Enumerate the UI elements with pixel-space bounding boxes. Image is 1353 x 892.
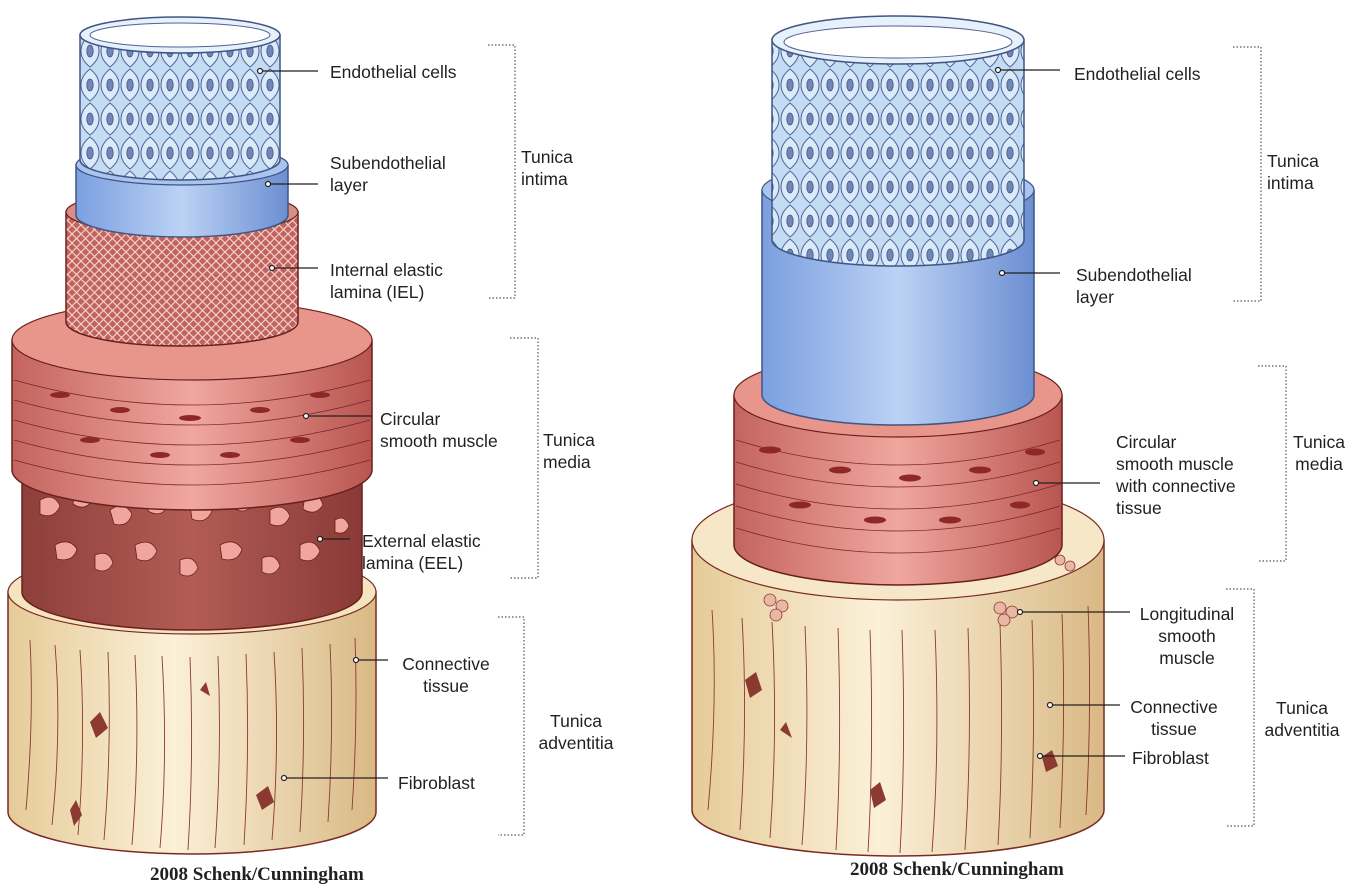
right-group-tunica-media: Tunica media xyxy=(1287,431,1351,475)
left-label-endothelial-cells: Endothelial cells xyxy=(330,61,456,83)
left-bracket-intima xyxy=(488,45,515,298)
left-label-internal-elastic-lamina: Internal elastic lamina (IEL) xyxy=(330,259,443,303)
right-credit: 2008 Schenk/Cunningham xyxy=(850,859,1064,881)
right-endothelium-layer xyxy=(772,16,1024,266)
left-label-circular-smooth-muscle: Circular smooth muscle xyxy=(380,408,498,452)
left-bracket-adventitia xyxy=(498,617,524,835)
left-label-subendothelial-layer: Subendothelial layer xyxy=(330,152,446,196)
right-bracket-media xyxy=(1258,366,1286,561)
left-credit: 2008 Schenk/Cunningham xyxy=(150,864,364,886)
right-group-tunica-adventitia: Tunica adventitia xyxy=(1254,697,1350,741)
right-vessel xyxy=(692,16,1104,856)
left-label-external-elastic-lamina: External elastic lamina (EEL) xyxy=(362,530,481,574)
left-group-tunica-adventitia: Tunica adventitia xyxy=(528,710,624,754)
right-label-longitudinal-smooth-muscle: Longitudinal smooth muscle xyxy=(1134,603,1240,669)
right-group-tunica-intima: Tunica intima xyxy=(1267,150,1319,194)
left-endothelium-layer xyxy=(80,17,280,180)
left-bracket-media xyxy=(510,338,538,578)
left-label-fibroblast: Fibroblast xyxy=(398,772,475,794)
right-label-circular-smooth-muscle: Circular smooth muscle with connective t… xyxy=(1116,431,1236,519)
right-label-endothelial-cells: Endothelial cells xyxy=(1074,63,1200,85)
left-group-tunica-intima: Tunica intima xyxy=(521,146,573,190)
right-bracket-intima xyxy=(1233,47,1261,301)
right-label-subendothelial-layer: Subendothelial layer xyxy=(1076,264,1192,308)
right-label-fibroblast: Fibroblast xyxy=(1132,747,1209,769)
left-group-tunica-media: Tunica media xyxy=(543,429,595,473)
left-label-connective-tissue: Connective tissue xyxy=(394,653,498,697)
right-label-connective-tissue: Connective tissue xyxy=(1124,696,1224,740)
left-vessel xyxy=(8,17,376,854)
